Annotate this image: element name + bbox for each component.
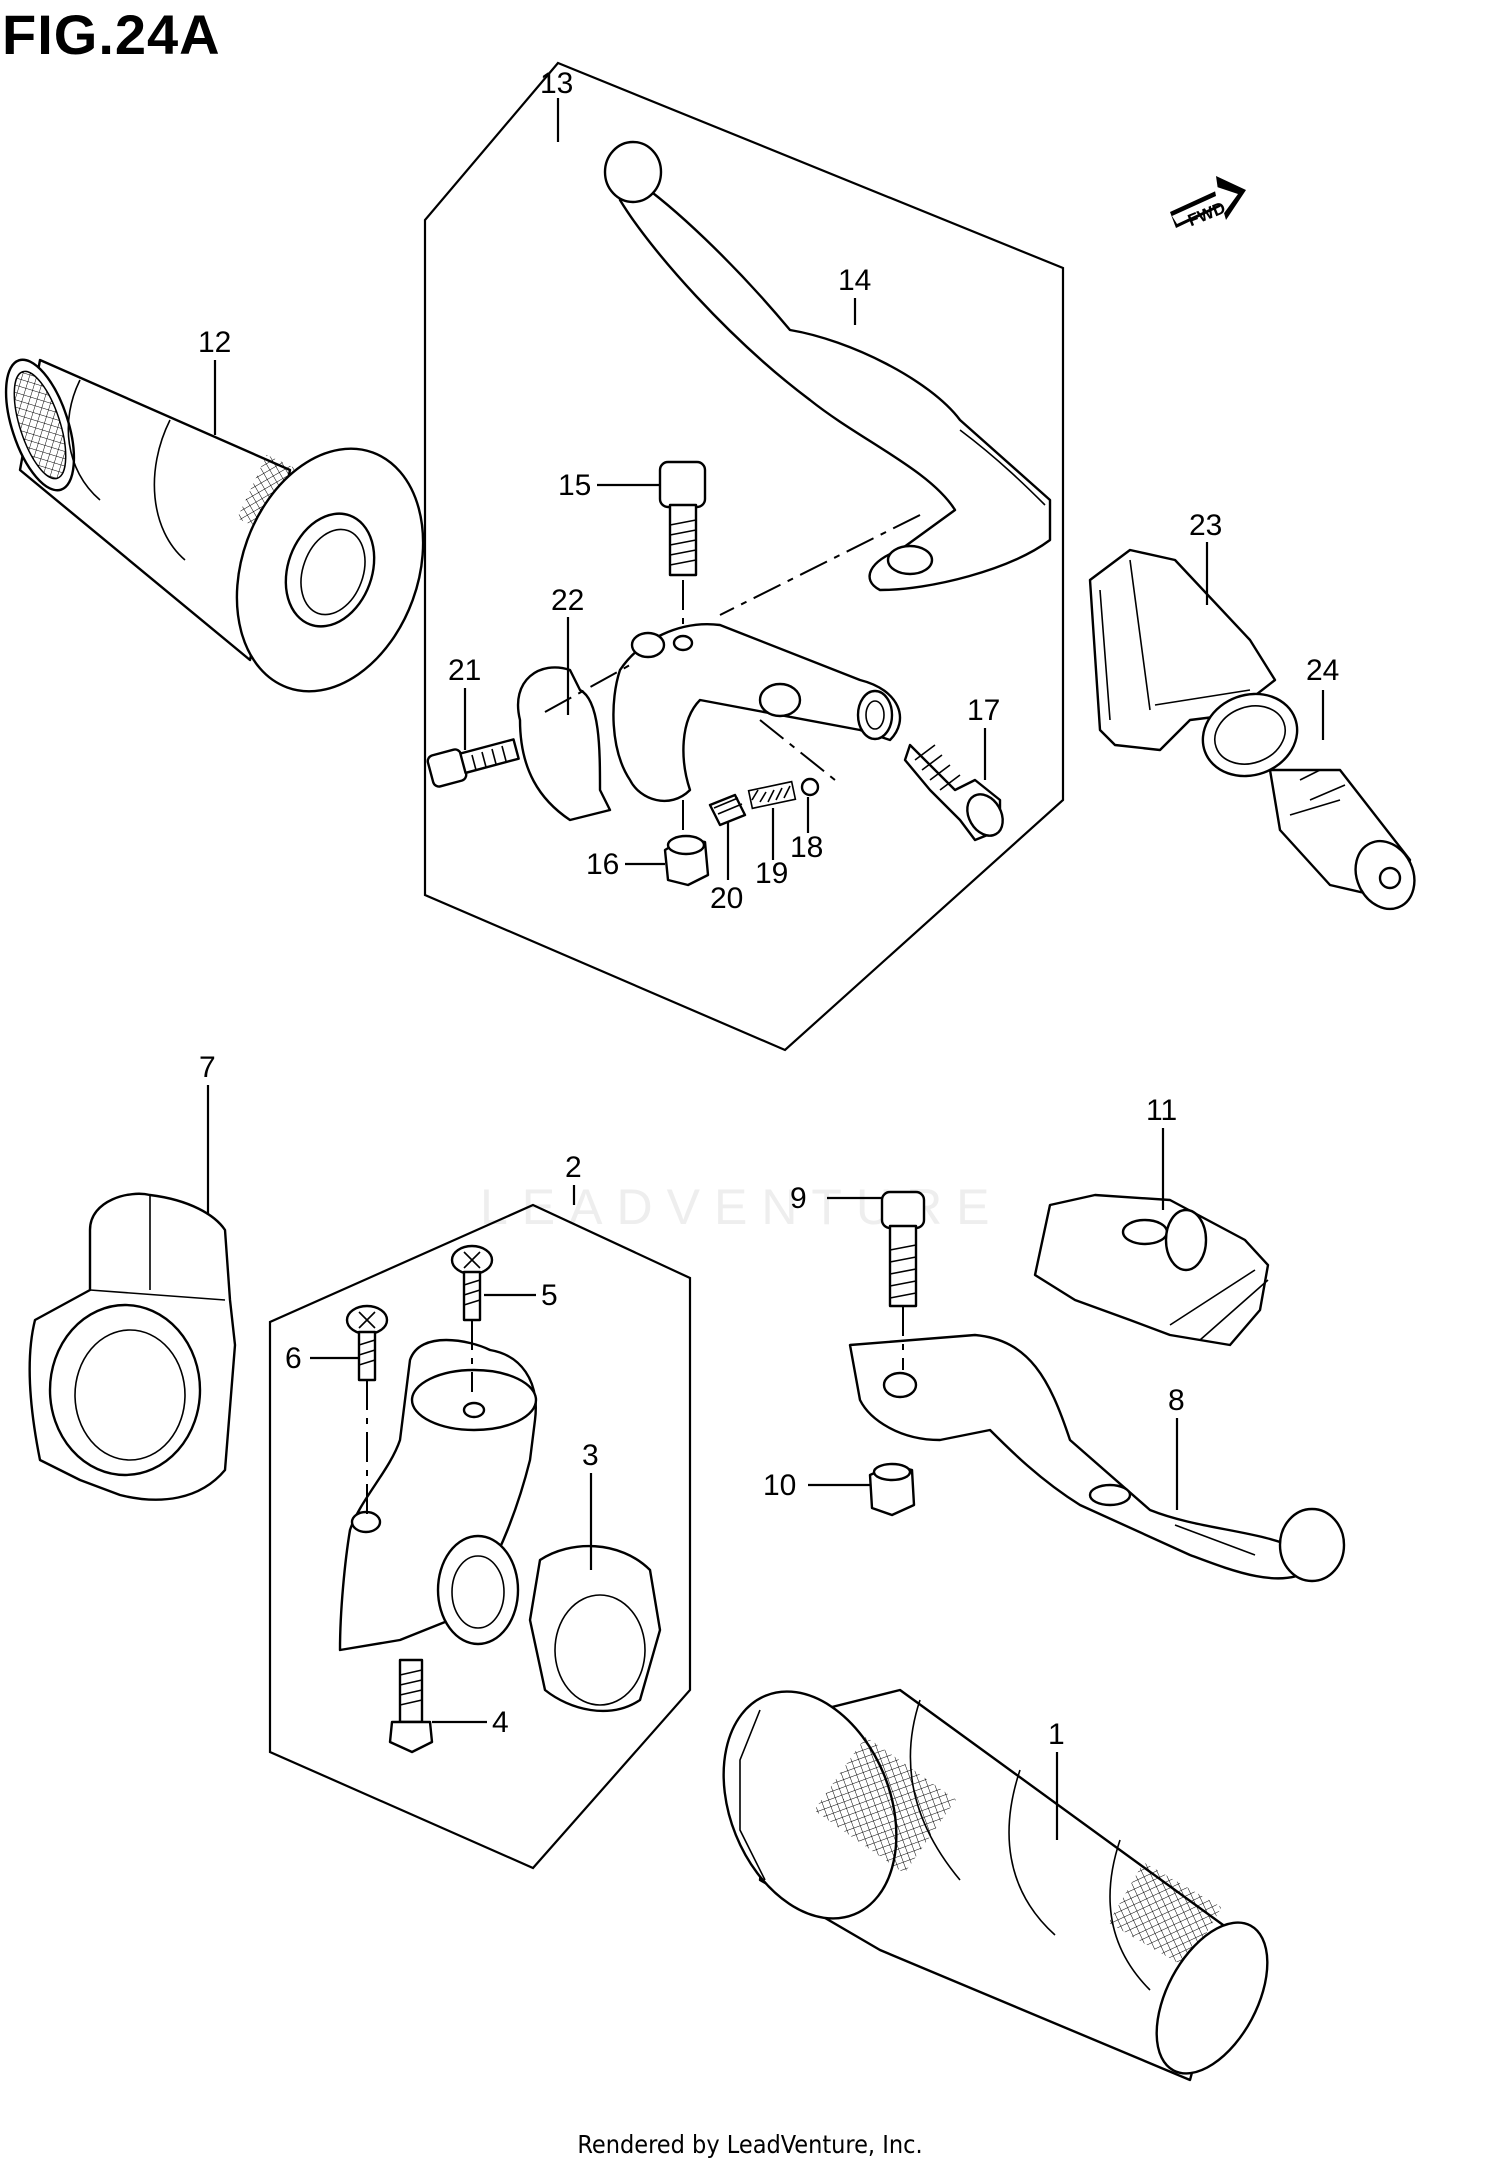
callout-2: 2 (565, 1151, 582, 1184)
part-15-pivot-bolt (658, 460, 707, 577)
callout-19: 19 (755, 857, 788, 890)
callout-16: 16 (586, 848, 619, 881)
callout-5: 5 (541, 1279, 558, 1312)
callout-23: 23 (1189, 509, 1222, 542)
part-6-screw (345, 1304, 389, 1382)
callout-20: 20 (710, 882, 743, 915)
callout-17: 17 (967, 694, 1000, 727)
footer-credit: Rendered by LeadVenture, Inc. (577, 2130, 923, 2159)
callout-7: 7 (199, 1051, 216, 1084)
part-3-switch-collar (528, 1544, 662, 1713)
part-4-screw (388, 1658, 434, 1754)
callout-8: 8 (1168, 1384, 1185, 1417)
part-21-bolt (426, 738, 520, 788)
part-17-cable-adjuster (903, 743, 1004, 842)
callout-4: 4 (492, 1706, 509, 1739)
part-9-pivot-bolt (880, 1190, 926, 1308)
callout-6: 6 (285, 1342, 302, 1375)
part-12-left-grip (4, 358, 425, 693)
part-22-lever-bracket (517, 623, 902, 822)
callout-3: 3 (582, 1439, 599, 1472)
part-5-screw (450, 1244, 494, 1322)
figure-title: FIG.24A (2, 3, 221, 66)
part-10-nut (868, 1462, 916, 1517)
part-1-throttle-grip (722, 1688, 1269, 2082)
part-8-brake-lever (848, 1333, 1346, 1583)
callout-11: 11 (1146, 1094, 1177, 1127)
callout-1: 1 (1048, 1718, 1065, 1751)
part-16-nut (663, 834, 710, 887)
callout-12: 12 (198, 326, 231, 359)
leader-lines (206, 98, 1325, 1840)
assembly-outline-13 (423, 61, 1065, 1052)
callout-labels: 13 14 12 15 23 22 21 24 17 16 18 19 20 7… (198, 67, 1339, 1751)
callout-21: 21 (448, 654, 481, 687)
part-18-ball (800, 777, 820, 797)
callout-24: 24 (1306, 654, 1339, 687)
callout-15: 15 (558, 469, 591, 502)
callout-22: 22 (551, 584, 584, 617)
fwd-arrow-icon: FWD (1170, 176, 1246, 230)
callout-13: 13 (540, 67, 573, 100)
callout-14: 14 (838, 264, 871, 297)
part-11-brake-lever-boot (1033, 1193, 1270, 1347)
part-2-starter-switch (338, 1338, 538, 1652)
part-7-switch-housing (28, 1192, 237, 1501)
assembly-outline-2 (268, 1203, 692, 1870)
part-14-clutch-lever (603, 140, 1052, 592)
part-19-spring (747, 780, 797, 810)
callout-10: 10 (763, 1469, 796, 1502)
callout-9: 9 (790, 1182, 807, 1215)
callout-18: 18 (790, 831, 823, 864)
part-20-bushing (708, 793, 747, 827)
part-24-cable-sleeve (1201, 692, 1416, 911)
assembly-centerlines (366, 514, 921, 1520)
